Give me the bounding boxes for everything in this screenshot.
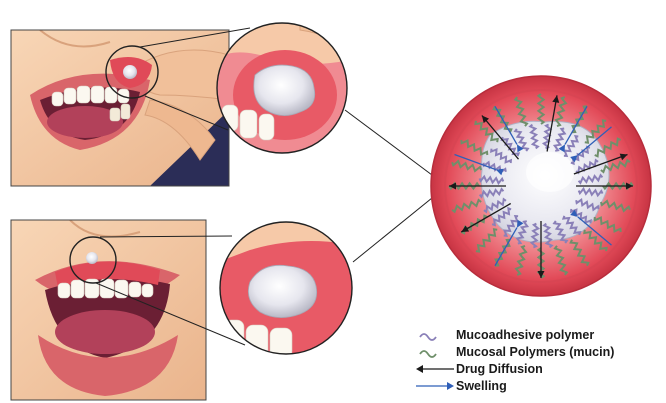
drug-diffusion-arrow xyxy=(573,153,628,175)
polymer-chain xyxy=(503,214,519,237)
mucin-chain xyxy=(554,96,568,128)
drug-diffusion-arrow xyxy=(576,182,633,190)
mucin-chain xyxy=(474,120,499,143)
legend-label: Mucosal Polymers (mucin) xyxy=(456,345,615,359)
mucin-chain xyxy=(536,93,546,125)
polymer-chain xyxy=(541,123,553,150)
mucin-chain xyxy=(553,245,569,276)
legend-label: Swelling xyxy=(456,379,507,393)
drug-diffusion-arrow xyxy=(449,182,506,190)
polymer-chain xyxy=(513,128,530,152)
mucin-chain xyxy=(514,244,528,276)
swelling-arrow xyxy=(570,126,612,163)
mucin-chain xyxy=(593,216,622,233)
polymer-chain xyxy=(528,123,540,150)
top-face-panel xyxy=(11,30,229,186)
polymer-chain xyxy=(529,222,541,249)
polymer-chain xyxy=(569,208,592,224)
wavy-line-icon xyxy=(419,350,437,358)
zoom-connector-lines xyxy=(95,27,433,346)
mucin-chain xyxy=(475,228,498,253)
mucin-chain xyxy=(569,239,590,267)
zoom-circle-bottom xyxy=(219,221,353,355)
polymer-chain xyxy=(542,222,554,249)
legend-label: Mucoadhesive polymer xyxy=(456,328,595,342)
polymer-chains xyxy=(478,123,604,249)
mucin-chain xyxy=(451,198,482,214)
legend-item-polymer: Mucoadhesive polymer xyxy=(414,327,664,343)
legend-item-drug-diffusion: Drug Diffusion xyxy=(414,361,664,377)
polymer-chain xyxy=(575,158,599,175)
polymer-chain xyxy=(478,174,505,186)
polymer-chain xyxy=(490,148,513,164)
legend-item-swelling: Swelling xyxy=(414,378,664,394)
mucin-chain xyxy=(584,119,607,144)
drug-diffusion-arrow xyxy=(481,115,519,160)
swelling-arrow xyxy=(558,105,588,153)
arrow-right-icon xyxy=(416,382,454,390)
swelling-arrow xyxy=(570,209,612,246)
zoom-source-circle-top xyxy=(105,45,159,99)
bottom-face-panel xyxy=(11,220,206,400)
polymer-chain xyxy=(478,187,505,199)
mucin-chain xyxy=(513,96,529,127)
polymer-chain xyxy=(561,215,582,236)
polymer-chain xyxy=(552,220,569,244)
swelling-arrow xyxy=(454,153,504,176)
polymer-chain xyxy=(491,206,512,227)
mucin-chain xyxy=(600,158,631,174)
zoom-circle-top xyxy=(216,22,348,154)
swelling-arrow xyxy=(494,219,524,267)
polymer-chain xyxy=(575,197,600,212)
drug-diffusion-arrow xyxy=(546,95,560,152)
arrow-left-icon xyxy=(416,365,454,373)
mucin-chain xyxy=(451,159,483,173)
drug-diffusion-arrows xyxy=(449,95,633,278)
swelling-arrow xyxy=(494,105,524,153)
zoom-source-circle-bottom xyxy=(69,236,117,284)
drug-diffusion-arrow xyxy=(460,202,512,233)
mucin-chain xyxy=(583,229,608,252)
legend-item-mucin: Mucosal Polymers (mucin) xyxy=(414,344,664,360)
mucin-chain xyxy=(460,139,489,156)
polymer-chain xyxy=(577,173,604,185)
mucin-chain xyxy=(594,137,622,158)
polymer-chain xyxy=(577,186,604,198)
legend: Mucoadhesive polymer Mucosal Polymers (m… xyxy=(414,327,664,395)
legend-label: Drug Diffusion xyxy=(456,362,543,376)
swelling-arrows xyxy=(454,105,612,267)
polymer-chain xyxy=(563,135,579,158)
polymer-chain xyxy=(552,127,567,152)
polymer-chain xyxy=(515,220,530,245)
mucoadhesion-schematic xyxy=(430,75,652,297)
polymer-chain xyxy=(483,197,507,214)
drug-diffusion-arrow xyxy=(537,221,545,278)
mucin-chain xyxy=(599,199,631,213)
wavy-line-icon xyxy=(419,333,437,341)
